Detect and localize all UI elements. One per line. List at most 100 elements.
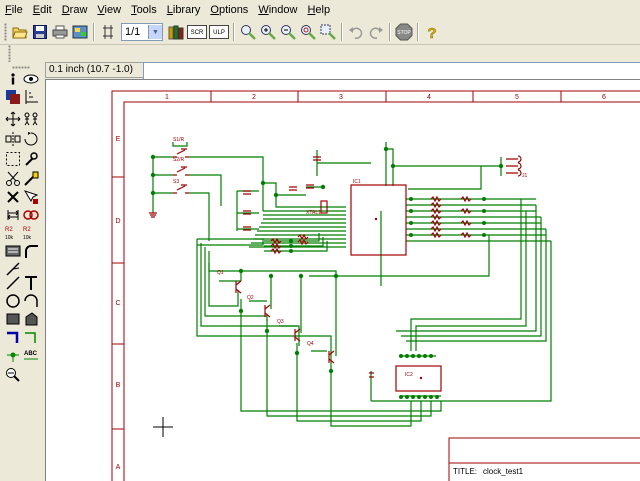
toolbar-grip[interactable]	[12, 66, 30, 69]
toolbar-grip[interactable]	[4, 23, 7, 41]
capacitor	[313, 156, 321, 161]
pinswap-button[interactable]	[4, 206, 22, 224]
gateswap-icon	[23, 210, 39, 220]
menu-options[interactable]: Options	[205, 0, 253, 20]
smash-button[interactable]	[4, 242, 22, 260]
ulp-button[interactable]: ULP	[209, 23, 229, 41]
redo-button[interactable]	[367, 23, 385, 41]
command-line-input[interactable]	[143, 62, 640, 80]
ground-symbol	[369, 372, 374, 378]
zoom-in-button[interactable]	[259, 23, 277, 41]
toolbar-separator	[389, 23, 391, 41]
arc-button[interactable]	[22, 292, 40, 310]
copy-button[interactable]	[22, 110, 40, 128]
mark-icon	[25, 90, 38, 104]
display-layers-button[interactable]	[4, 88, 22, 106]
xtal-label: XTAL1	[306, 210, 321, 216]
change-button[interactable]	[22, 150, 40, 168]
net-button[interactable]	[22, 328, 40, 346]
delete-button[interactable]	[4, 188, 22, 206]
page-icon-button[interactable]	[99, 23, 117, 41]
menu-file[interactable]: File	[0, 0, 28, 20]
menu-window-label: Window	[258, 4, 298, 16]
printer-icon	[52, 25, 68, 39]
label-button[interactable]: ABC	[22, 346, 40, 364]
menu-library[interactable]: Library	[162, 0, 206, 20]
polygon-button[interactable]	[22, 310, 40, 328]
q1-label: Q1	[217, 270, 224, 276]
ic2-body	[395, 365, 442, 392]
script-button[interactable]: SCR	[187, 23, 207, 41]
menu-edit[interactable]: Edit	[28, 0, 57, 20]
help-button[interactable]: ?	[423, 23, 441, 41]
zoom-redraw-button[interactable]	[299, 23, 317, 41]
cam-processor-button[interactable]	[71, 23, 89, 41]
frame-column-label: 3	[339, 94, 343, 101]
menu-draw-label: Draw	[61, 4, 88, 16]
menu-tools[interactable]: Tools	[126, 0, 162, 20]
schematic-canvas[interactable]: 1 2 3 4 5 6 E D C B A TITLE: clock_test1	[45, 79, 640, 481]
junction-button[interactable]	[4, 346, 22, 364]
library-button[interactable]	[167, 23, 185, 41]
save-button[interactable]	[31, 23, 49, 41]
zoom-fit-button[interactable]	[239, 23, 257, 41]
paste-button[interactable]	[22, 170, 40, 188]
menu-window[interactable]: Window	[253, 0, 302, 20]
frame-column-label: 6	[602, 94, 606, 101]
miter-button[interactable]	[22, 242, 40, 260]
gateswap-button[interactable]	[22, 206, 40, 224]
split-button[interactable]	[4, 260, 22, 278]
print-button[interactable]	[51, 23, 69, 41]
menu-view[interactable]: View	[92, 0, 126, 20]
page-select[interactable]: 1/1 ▼	[121, 23, 163, 41]
transistor-q1	[235, 280, 242, 294]
coordinate-display: 0.1 inch (10.7 -1.0)	[45, 62, 144, 78]
show-button[interactable]	[22, 70, 40, 88]
zoom-select-button[interactable]	[319, 23, 337, 41]
rotate-button[interactable]	[22, 130, 40, 148]
schematic-drawing: 1 2 3 4 5 6 E D C B A TITLE: clock_test1	[111, 90, 640, 481]
resistor-bank	[460, 195, 472, 239]
scr-label: SCR	[191, 30, 204, 36]
rect-button[interactable]	[4, 310, 22, 328]
sheet-icon	[103, 25, 113, 39]
info-button[interactable]	[4, 70, 22, 88]
group-button[interactable]	[4, 150, 22, 168]
add-button[interactable]	[22, 188, 40, 206]
menu-tools-label: Tools	[131, 4, 157, 16]
frame-column-label: 1	[165, 94, 169, 101]
cut-button[interactable]	[4, 170, 22, 188]
bus-button[interactable]	[4, 328, 22, 346]
s2-label: S2/R	[173, 157, 185, 163]
resistor-bank	[430, 195, 442, 239]
cam-processor-icon	[72, 25, 88, 39]
zoom-out-button[interactable]	[279, 23, 297, 41]
transistor-q2	[264, 304, 271, 318]
menu-help[interactable]: Help	[302, 0, 335, 20]
stop-button[interactable]: STOP	[395, 23, 413, 41]
menu-edit-label: Edit	[32, 4, 52, 16]
zoom-out-icon	[281, 25, 296, 40]
erc-button[interactable]	[4, 366, 22, 384]
undo-button[interactable]	[347, 23, 365, 41]
svg-text:R2: R2	[5, 227, 13, 233]
menu-draw[interactable]: Draw	[57, 0, 93, 20]
mirror-button[interactable]	[4, 130, 22, 148]
circle-button[interactable]	[4, 292, 22, 310]
move-button[interactable]	[4, 110, 22, 128]
wire-button[interactable]	[4, 274, 22, 292]
open-button[interactable]	[11, 23, 29, 41]
toolbar-grip[interactable]	[8, 45, 11, 63]
page-select-value: 1/1	[125, 26, 141, 38]
undo-icon	[349, 27, 363, 39]
parameter-toolbar	[0, 45, 640, 63]
text-button[interactable]	[22, 274, 40, 292]
mark-button[interactable]	[22, 88, 40, 106]
ic1-label: IC1	[353, 179, 361, 185]
wire-line-icon	[6, 276, 20, 290]
copy-figures-icon	[24, 112, 38, 126]
